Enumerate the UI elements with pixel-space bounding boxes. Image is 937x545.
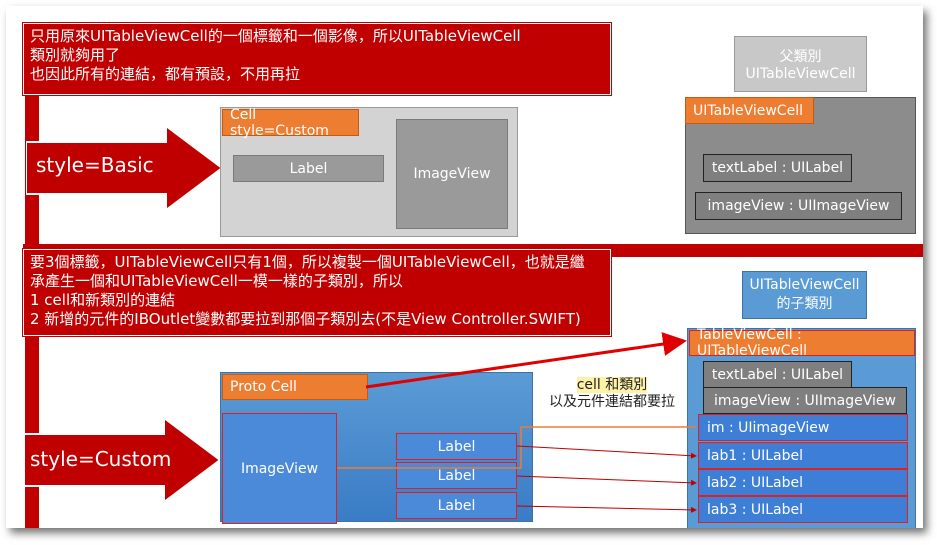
connection-note-line-1-text: cell 和類別 (576, 377, 648, 393)
custom-arrow-icon (24, 418, 222, 502)
top-note: 只用原來UITableViewCell的一個標籤和一個影像，所以UITableV… (23, 23, 611, 95)
basic-arrow-label: style=Basic (36, 153, 154, 177)
label3-connection-line (516, 505, 697, 513)
subclass-panel-title: TableViewCell : UITableViewCell (689, 327, 915, 359)
connection-note-line-2: 以及元件連結都要拉 (549, 394, 675, 410)
connection-note-line-1: cell 和類別 (532, 377, 692, 394)
top-note-line-3: 也因此所有的連結，都有預設，不用再拉 (30, 65, 301, 83)
slide: 只用原來UITableViewCell的一個標籤和一個影像，所以UITableV… (6, 6, 923, 528)
cell-to-class-arrow (365, 332, 687, 389)
basic-cell-title: Cell style=Custom (222, 107, 359, 139)
subclass-caption-line-1: UITableViewCell (749, 277, 860, 293)
label1-connection-line (516, 445, 697, 459)
parent-class-caption-line-2: UITableViewCell (745, 66, 856, 82)
subclass-text-label: textLabel : UILabel (703, 361, 852, 388)
proto-label-2: Label (396, 462, 517, 489)
parent-text-label: textLabel : UILabel (703, 154, 852, 182)
subclass-image-view: imageView : UIImageView (703, 387, 907, 414)
subclass-caption-line-2: 的子類別 (776, 296, 833, 312)
proto-label-3: Label (396, 492, 517, 519)
bottom-note-line-4: 2 新增的元件的IBOutlet變數都要拉到那個子類別去(不是View Cont… (30, 310, 581, 328)
outlet-lab1: lab1 : UILabel (698, 442, 908, 469)
top-note-line-1: 只用原來UITableViewCell的一個標籤和一個影像，所以UITableV… (30, 27, 521, 45)
bottom-note-line-3: 1 cell和新類別的連結 (30, 291, 176, 309)
parent-class-caption-line-1: 父類別 (779, 49, 822, 65)
basic-arrow-icon (26, 126, 224, 210)
proto-label-1: Label (396, 433, 517, 460)
outlet-lab2: lab2 : UILabel (698, 469, 908, 496)
label2-connection-line (516, 475, 697, 486)
parent-class-caption: 父類別 UITableViewCell (734, 36, 867, 92)
bottom-note: 要3個標籤，UITableViewCell只有1個，所以複製一個UITableV… (23, 249, 611, 336)
connection-lines (337, 332, 697, 513)
outlet-im: im : UIimageView (698, 414, 908, 441)
custom-arrow-label: style=Custom (30, 447, 172, 471)
bottom-note-line-1: 要3個標籤，UITableViewCell只有1個，所以複製一個UITableV… (30, 253, 585, 271)
proto-imageview: ImageView (222, 413, 337, 524)
basic-cell-imageview: ImageView (396, 119, 508, 229)
connection-note: cell 和類別 以及元件連結都要拉 (532, 377, 692, 411)
imageview-connection-line (337, 426, 696, 469)
parent-image-view: imageView : UIImageView (695, 192, 902, 220)
proto-cell-title: Proto Cell (222, 374, 368, 400)
basic-cell-label: Label (233, 155, 384, 182)
top-note-line-2: 類別就夠用了 (30, 46, 121, 64)
subclass-caption: UITableViewCell 的子類別 (742, 271, 867, 319)
parent-class-panel-title: UITableViewCell (685, 97, 814, 124)
bottom-note-line-2: 承產生一個和UITableViewCell一模一樣的子類別，所以 (30, 272, 403, 290)
outlet-lab3: lab3 : UILabel (698, 496, 908, 523)
